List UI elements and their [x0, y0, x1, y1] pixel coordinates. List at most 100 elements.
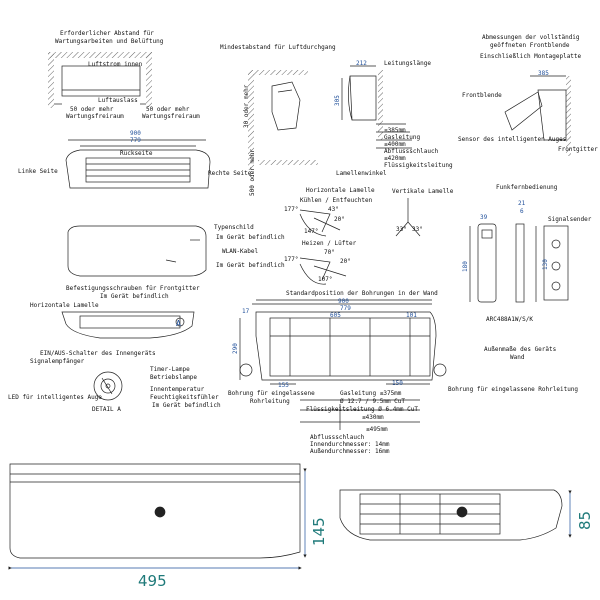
- std-holes-title: Standardposition der Bohrungen in der Wa…: [286, 290, 438, 297]
- angle-v1: 33°: [396, 226, 407, 233]
- vertical-louver-title: Vertikale Lamelle: [392, 188, 454, 195]
- in-device-2: Im Gerät befindlich: [216, 262, 285, 269]
- hole-right-label: Bohrung für eingelassene Rohrleitung: [448, 386, 579, 393]
- wall-155: 155: [278, 382, 289, 389]
- wlan-cable-label: WLAN-Kabel: [222, 248, 259, 255]
- wall-605: 605: [330, 312, 341, 319]
- pipe-length-diagram: [341, 65, 412, 149]
- pipe-spec-label: Ø 12.7 / 9.5mm CuT: [340, 398, 406, 405]
- gas-line-label: Gasleitung: [384, 134, 421, 141]
- angle-147: 147°: [304, 228, 319, 235]
- detail-a-view: [93, 371, 123, 401]
- hole-left-1: Bohrung für eingelassene: [228, 390, 315, 397]
- outer-dim-1: Außenmaße des Geräts: [484, 346, 557, 353]
- wall-101: 101: [406, 312, 417, 319]
- air-out-label: Luftauslass: [98, 97, 138, 104]
- min-distance-title: Mindestabstand für Luftdurchgang: [220, 44, 336, 51]
- drain-inner: Innendurchmesser: 14mm: [310, 441, 390, 448]
- top-view-unit: [65, 139, 211, 189]
- rear-label: Rückseite: [120, 150, 153, 157]
- service-right-1: 50 oder mehr: [146, 106, 190, 113]
- angle-43: 43°: [328, 206, 339, 213]
- hole-left-2: Rohrleitung: [250, 398, 290, 405]
- horizontal-louver-title: Horizontale Lamelle: [306, 187, 375, 194]
- service-left-2: Wartungsfreiraum: [66, 113, 124, 120]
- dim-212: 212: [356, 60, 367, 67]
- large-side-view: [339, 489, 572, 541]
- led-eye-label: LED für intelligentes Auge: [8, 394, 102, 401]
- timer-lamp-label: Timer-Lampe: [150, 366, 190, 373]
- large-front-view: [8, 463, 307, 570]
- operation-lamp-label: Betriebslampe: [150, 374, 197, 381]
- wall-430mm: ≤430mm: [362, 414, 384, 421]
- detail-a-label: DETAIL A: [92, 406, 121, 413]
- onoff-switch-label: EIN/AUS-Schalter des Innengeräts: [40, 350, 156, 357]
- right-side-label: Rechte Seite: [208, 170, 252, 177]
- dim-900-top: 900: [130, 130, 141, 137]
- angle-v2: 33°: [412, 226, 423, 233]
- front-panel-label: Frontblende: [462, 92, 502, 99]
- pipe-length-title: Leitungslänge: [384, 60, 431, 67]
- detail-marker: A: [176, 319, 181, 328]
- signal-sender-label: Signalsender: [548, 216, 592, 223]
- indoor-temp-1: Innentemperatur: [150, 386, 205, 393]
- angle-20a: 20°: [334, 216, 345, 223]
- big-dim-85: 85: [576, 510, 594, 530]
- dim-385mm: ≤385mm: [384, 127, 406, 134]
- wall-779: 779: [340, 305, 351, 312]
- big-dim-145: 145: [310, 517, 328, 546]
- wall-290: 290: [232, 343, 239, 354]
- fixing-screws-1: Befestigungsschrauben für Frontgitter: [66, 285, 200, 292]
- service-right-2: Wartungsfreiraum: [142, 113, 200, 120]
- front-open-2: geöffneten Frontblende: [490, 42, 570, 49]
- signal-receiver-label: Signalempfänger: [30, 358, 85, 365]
- outer-dim-2: Wand: [510, 354, 525, 361]
- drain-title: Abflussschlauch: [310, 434, 365, 441]
- dim-39: 39: [480, 214, 488, 221]
- indoor-temp-2: Feuchtigkeitsfühler: [150, 394, 219, 401]
- drain-outer: Außendurchmesser: 16mm: [310, 448, 390, 455]
- wall-17: 17: [242, 308, 250, 315]
- front-view-unit: [67, 225, 207, 277]
- liquid-spec-label: Flüssigkeitsleitung Ø 6.4mm CuT: [306, 406, 418, 413]
- clearance-diagram: [48, 52, 152, 108]
- angle-20b: 20°: [340, 258, 351, 265]
- airflow-in-label: Luftstrom innen: [88, 61, 143, 68]
- indoor-temp-3: Im Gerät befindlich: [152, 402, 221, 409]
- min-distance-diagram: [248, 70, 318, 170]
- dim-130: 130: [542, 259, 549, 270]
- dim-21: 21: [518, 200, 526, 207]
- front-open-1: Abmessungen der vollständig: [482, 34, 580, 41]
- wall-495mm: ≤495mm: [366, 426, 388, 433]
- nameplate-label: Typenschild: [214, 224, 254, 231]
- wall-900: 900: [338, 298, 349, 305]
- angle-107: 107°: [318, 276, 333, 283]
- mount-plate-label: Einschließlich Montageplatte: [480, 53, 582, 60]
- dim-180: 180: [462, 261, 469, 272]
- open-front-diagram: [504, 75, 571, 156]
- dim-305: 305: [334, 95, 341, 106]
- louver-angle-diagrams: [299, 198, 421, 285]
- remote-title: Funkfernbedienung: [496, 184, 558, 191]
- wall-hole-diagram: [239, 299, 447, 430]
- service-left-1: 50 oder mehr: [70, 106, 114, 113]
- clearance-title-1: Erforderlicher Abstand für: [60, 30, 154, 37]
- wall-150: 150: [392, 380, 403, 387]
- horizontal-louver-label: Horizontale Lamelle: [30, 302, 99, 309]
- front-grille-label: Frontgitter: [558, 146, 598, 153]
- eye-sensor-label: Sensor des intelligenten Auges: [458, 136, 567, 143]
- cool-dry-label: Kühlen / Entfeuchten: [300, 197, 373, 204]
- remote-model: ARC488A1W/S/K: [486, 316, 533, 323]
- angle-70: 70°: [324, 249, 335, 256]
- clearance-title-2: Wartungsarbeiten und Belüftung: [55, 38, 164, 45]
- heat-fan-label: Heizen / Lüfter: [302, 240, 357, 247]
- big-dim-495: 495: [138, 572, 167, 590]
- dim-400mm: ≤400mm: [384, 141, 406, 148]
- in-device-1: Im Gerät befindlich: [216, 234, 285, 241]
- remote-control: [469, 223, 569, 303]
- side-30-label: 30 oder mehr: [243, 84, 250, 128]
- angle-177b: 177°: [284, 256, 299, 263]
- dim-385: 385: [538, 70, 549, 77]
- liquid-line-label: Flüssigkeitsleitung: [384, 162, 453, 169]
